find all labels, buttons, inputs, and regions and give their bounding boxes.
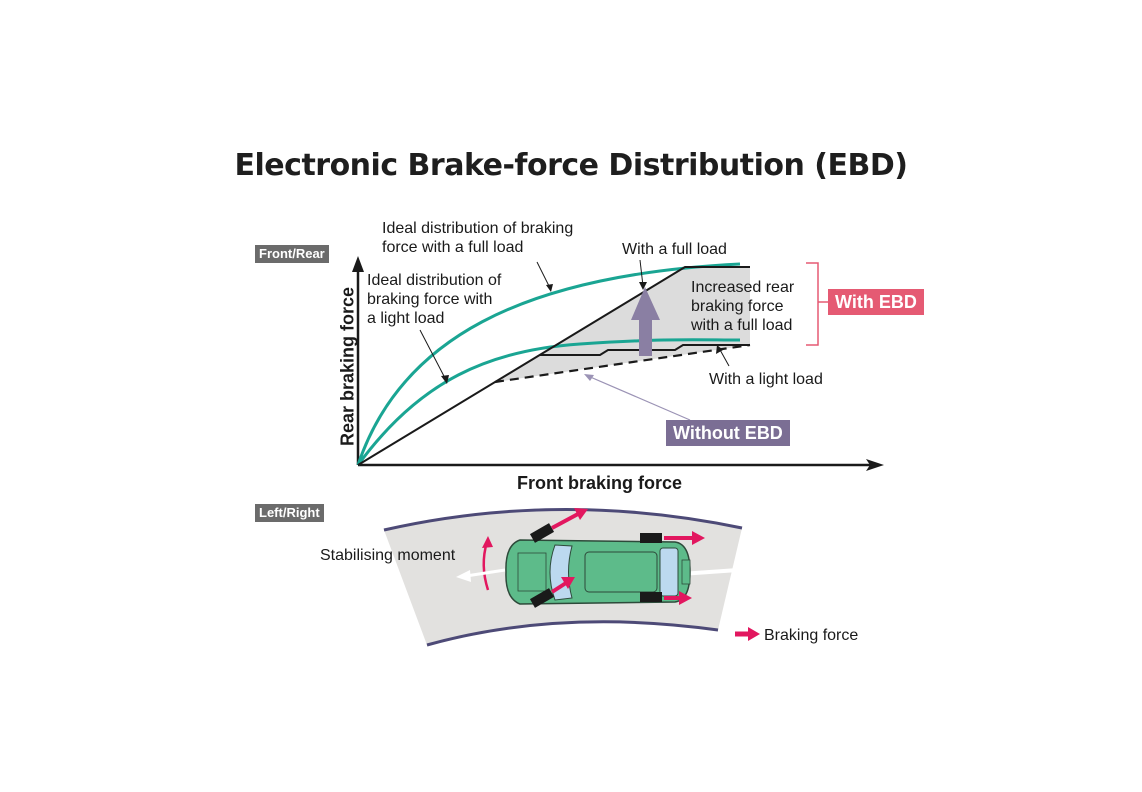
legend-braking-force-label: Braking force [764, 627, 859, 644]
leader-arrowhead [639, 282, 647, 290]
annotation-line: Increased rear [691, 279, 795, 296]
diagram-title: Electronic Brake-force Distribution (EBD… [234, 148, 908, 183]
ebd-full-load-line [357, 266, 750, 466]
annotation-line: braking force [691, 298, 784, 315]
annotation-line: braking force with [367, 291, 493, 308]
ideal-full-load-curve [356, 262, 741, 466]
annotation-ideal-light-load: Ideal distribution of braking force with… [367, 271, 501, 328]
annotation-line: a light load [367, 310, 445, 327]
annotation-line: Ideal distribution of braking [382, 220, 574, 237]
leader-without-ebd [587, 375, 691, 421]
annotation-ideal-full-load: Ideal distribution of braking force with… [382, 219, 573, 257]
legend-braking-arrowhead [748, 627, 760, 641]
without-ebd-badge: Without EBD [666, 420, 790, 446]
braking-force-arrows [550, 508, 705, 605]
x-axis-arrowhead [866, 459, 884, 471]
annotation-with-light-load: With a light load [709, 371, 823, 388]
without-ebd-dashed-line [494, 343, 751, 384]
annotation-with-full-load: With a full load [622, 241, 727, 258]
road-edge-bottom [426, 620, 719, 647]
leader-arrowhead [441, 375, 449, 384]
x-axis-label: Front braking force [517, 473, 683, 493]
leader-arrowhead [584, 374, 594, 381]
shaded-ebd-region [495, 267, 750, 382]
front-rear-tag: Front/Rear [255, 245, 329, 263]
y-axis-arrowhead [352, 256, 364, 272]
with-ebd-badge: With EBD [828, 289, 924, 315]
annotation-increased-rear: Increased rear braking force with a full… [691, 278, 794, 335]
stabilising-moment-arrowhead [482, 536, 493, 548]
wheel [640, 592, 662, 602]
y-axis-label: Rear braking force [337, 286, 358, 447]
car-top-view [505, 523, 691, 608]
leader-arrowhead [716, 345, 723, 354]
ideal-light-load-curve [356, 338, 741, 466]
road-edge-top [383, 508, 743, 532]
annotation-line: Ideal distribution of [367, 272, 502, 289]
wheel [529, 588, 555, 608]
annotation-line: with a full load [691, 317, 793, 334]
lateral-force-arrow [465, 568, 506, 578]
with-ebd-bracket [806, 262, 819, 346]
stabilising-moment-label: Stabilising moment [320, 547, 456, 564]
lateral-force-arrowhead [456, 570, 471, 582]
leader-ideal-light [419, 329, 447, 381]
increase-arrow-shaft [639, 318, 652, 356]
leader-with-full [639, 259, 644, 287]
annotation-line: force with a full load [382, 239, 524, 256]
increase-arrow-head [631, 287, 660, 320]
leader-arrowhead [546, 284, 553, 292]
wheel [529, 523, 555, 543]
wheel [640, 533, 662, 543]
left-right-tag: Left/Right [255, 504, 324, 522]
